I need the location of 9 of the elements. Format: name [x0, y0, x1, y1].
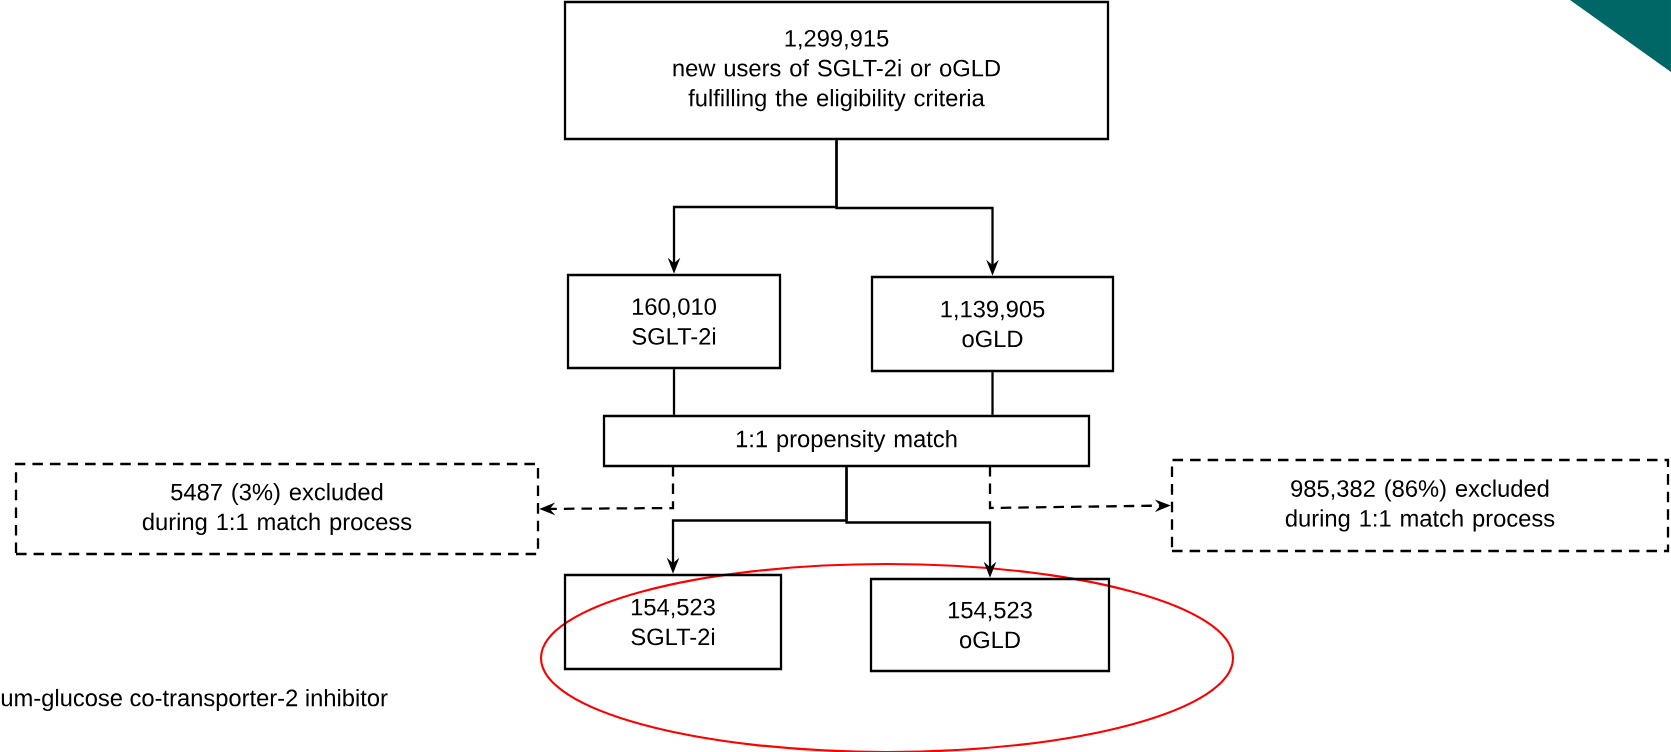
process-box: 1,299,915 new users of SGLT-2i or oGLD fulfilling the eligibility criteria — [563, 0, 1110, 141]
excluded-box: 985,382 (86%) excluded during 1:1 match process — [1170, 458, 1670, 553]
process-box: 160,010 SGLT-2i — [566, 273, 782, 370]
process-box: 1:1 propensity match — [602, 414, 1091, 468]
process-box: 154,523 SGLT-2i — [563, 573, 783, 671]
footnote: um-glucose co-transporter-2 inhibitor — [1, 688, 388, 712]
process-box: 1,139,905 oGLD — [870, 275, 1115, 373]
excluded-box: 5487 (3%) excluded during 1:1 match process — [14, 462, 540, 556]
process-box: 154,523 oGLD — [869, 577, 1111, 673]
